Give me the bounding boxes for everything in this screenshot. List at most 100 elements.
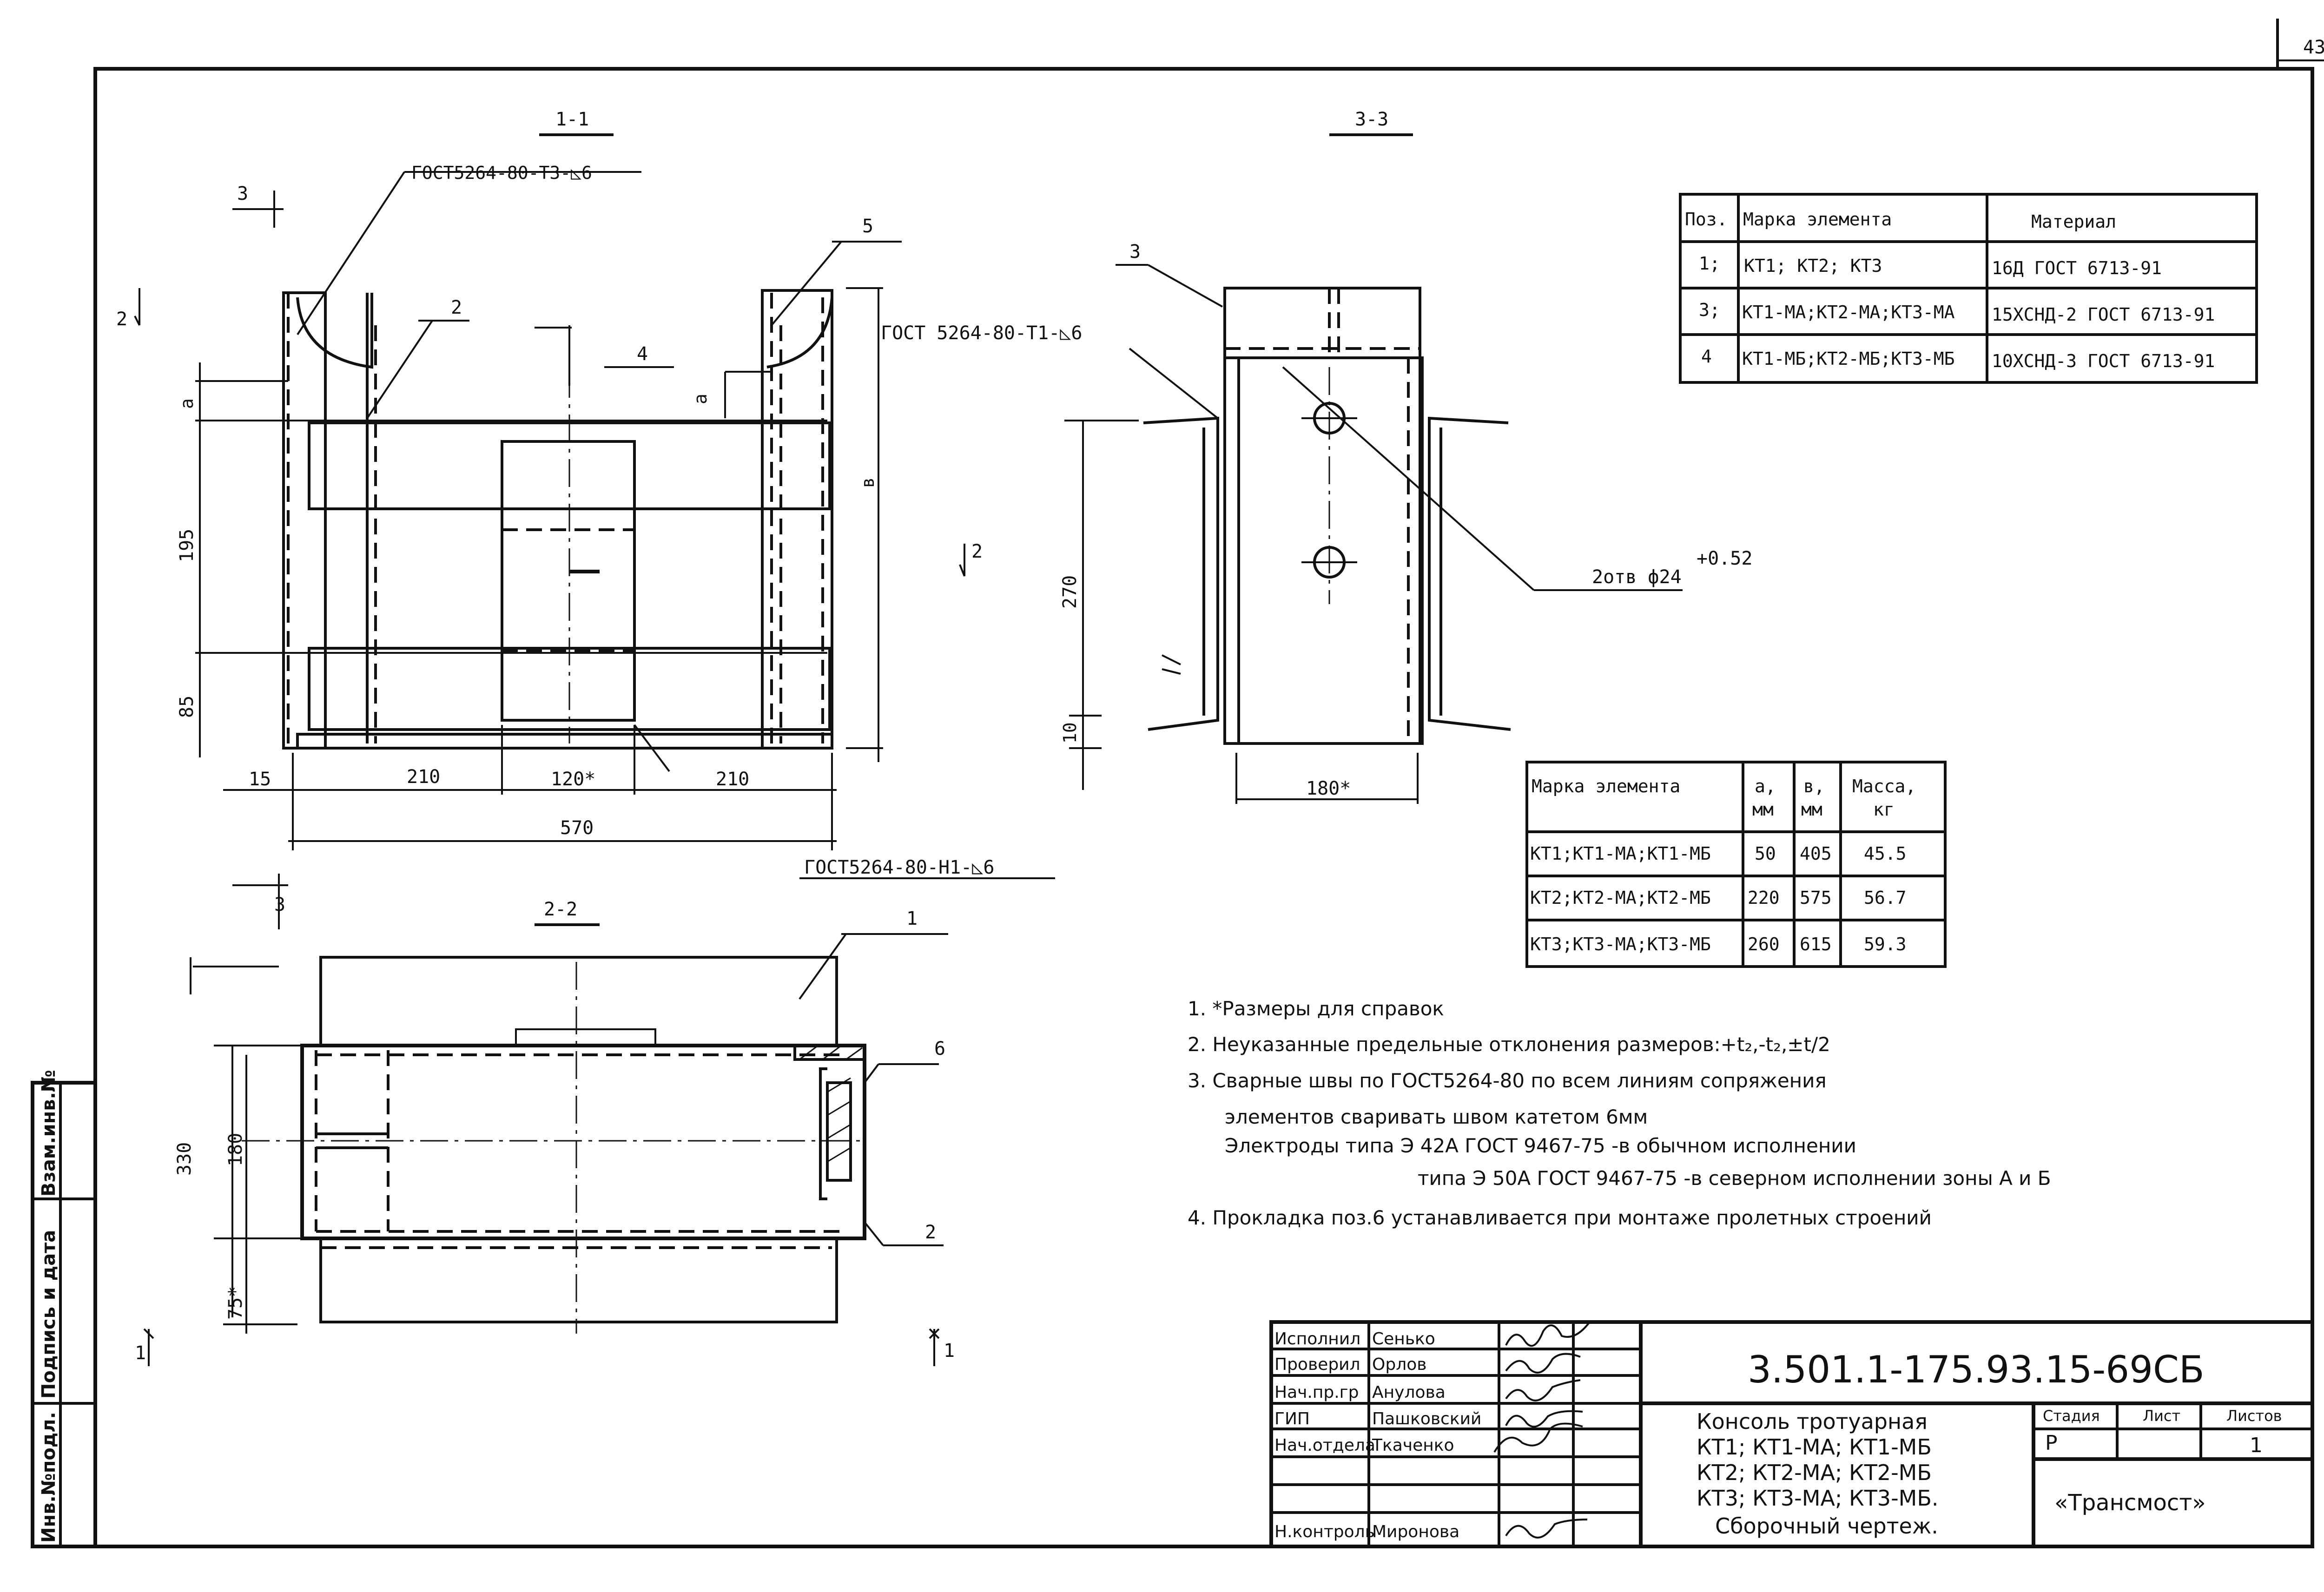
- mass-row-3-mark: КТ3;КТ3-МА;КТ3-МБ: [1530, 934, 1711, 954]
- section-2-2-title: 2-2: [544, 899, 577, 920]
- material-row-1-pos: 1;: [1699, 253, 1720, 274]
- material-row-3-pos: 4: [1701, 346, 1712, 367]
- dim-570: 570: [560, 817, 594, 839]
- weld-label-t3: ГОСТ5264-80-Т3-◺6: [411, 163, 592, 183]
- weld-label-n1: ГОСТ5264-80-Н1-◺6: [804, 857, 994, 878]
- material-row-1-material: 16Д ГОСТ 6713-91: [1992, 258, 2162, 278]
- material-table: [1679, 193, 2258, 384]
- mass-row-1-a: 50: [1755, 843, 1776, 864]
- stamp-inv-podl: Инв.№подл.: [38, 1412, 59, 1543]
- mass-row-2-a: 220: [1748, 888, 1780, 908]
- dim-180-22: 180: [225, 1133, 246, 1166]
- stamp-signature-date: Подпись и дата: [38, 1230, 59, 1399]
- material-table-header-mark: Марка элемента: [1743, 209, 1892, 230]
- section-mark-2-right: 2: [971, 541, 983, 562]
- section-mark-3-top: 3: [237, 183, 248, 204]
- dim-85: 85: [176, 696, 198, 718]
- section-3-3-title: 3-3: [1355, 109, 1388, 130]
- mass-row-2-mark: КТ2;КТ2-МА;КТ2-МБ: [1530, 888, 1711, 908]
- tb-role-2: Проверил: [1274, 1355, 1360, 1374]
- tb-name-2: Орлов: [1372, 1355, 1426, 1374]
- dim-270: 270: [1059, 575, 1081, 609]
- tb-name-4: Пашковский: [1372, 1409, 1481, 1428]
- material-row-2-mark: КТ1-МА;КТ2-МА;КТ3-МА: [1742, 302, 1955, 322]
- tb-name-3: Ануловa: [1372, 1383, 1446, 1402]
- section-mark-3-bottom: 3: [274, 894, 285, 915]
- dim-a-right: а: [690, 394, 711, 404]
- position-3-label: 3: [1129, 241, 1141, 263]
- mass-table: [1525, 761, 1947, 968]
- tb-name-5: Ткаченко: [1372, 1436, 1454, 1455]
- side-stamp: [31, 1081, 97, 1548]
- document-code: 3.501.1-175.93.15-69СБ: [1748, 1348, 2205, 1391]
- dim-75-star: 75*: [225, 1286, 246, 1320]
- mass-row-2-v: 575: [1800, 888, 1832, 908]
- section-mark-1-right: 1: [944, 1340, 955, 1362]
- dim-210-left: 210: [407, 766, 440, 788]
- position-2-label-bottom: 2: [925, 1222, 936, 1243]
- position-2-label-top: 2: [451, 297, 462, 318]
- sheet-number: 43: [2303, 37, 2324, 58]
- title-line-5: Сборочный чертеж.: [1715, 1513, 1938, 1539]
- section-mark-2-left: 2: [116, 309, 127, 330]
- tb-role-4: ГИП: [1274, 1409, 1310, 1428]
- stage-value: Р: [2045, 1431, 2058, 1455]
- section-3-3-drawing: [1064, 133, 1683, 804]
- mass-header-a: а,: [1755, 776, 1776, 796]
- mass-unit-mass: кг: [1873, 799, 1895, 820]
- mass-row-2-mass: 56.7: [1864, 888, 1907, 908]
- tb-role-8: Н.контроль: [1274, 1522, 1375, 1541]
- material-row-3-material: 10ХСНД-3 ГОСТ 6713-91: [1992, 351, 2215, 371]
- section-2-arrow-right: [959, 544, 965, 577]
- dim-15: 15: [249, 769, 271, 790]
- mass-unit-a: мм: [1752, 799, 1774, 820]
- note-4: 4. Прокладка поз.6 устанавливается при м…: [1188, 1206, 1932, 1229]
- note-2: 2. Неуказанные предельные отклонения раз…: [1188, 1033, 1830, 1056]
- note-3-cont-1: элементов сваривать швом катетом 6мм: [1225, 1105, 1648, 1128]
- title-block: [1269, 1320, 2314, 1548]
- section-2-2-drawing: [143, 874, 948, 1366]
- sheets-label: Листов: [2226, 1407, 2282, 1425]
- section-1-1-title: 1-1: [555, 109, 589, 130]
- dim-180-star: 180*: [1306, 778, 1351, 799]
- dim-195: 195: [176, 529, 198, 562]
- mass-header-v: в,: [1803, 776, 1825, 796]
- tb-role-3: Нач.пр.гр: [1274, 1383, 1359, 1402]
- dim-330: 330: [174, 1142, 195, 1176]
- holes-tolerance: +0.52: [1697, 548, 1752, 569]
- tb-role-1: Исполнил: [1274, 1329, 1360, 1349]
- weld-label-t1: ГОСТ 5264-80-Т1-◺6: [881, 322, 1082, 344]
- position-1-label: 1: [906, 908, 918, 929]
- holes-label: 2отв ф24: [1592, 566, 1682, 588]
- section-1-1-drawing: [134, 133, 902, 850]
- organization: «Трансмост»: [2054, 1490, 2206, 1516]
- mass-header-mass: Масса,: [1852, 776, 1916, 796]
- dim-a-left: а: [177, 398, 197, 409]
- dim-10: 10: [1060, 722, 1080, 743]
- material-row-3-mark: КТ1-МБ;КТ2-МБ;КТ3-МБ: [1742, 349, 1955, 369]
- sheet-label: Лист: [2143, 1407, 2180, 1425]
- signature-marks: [1493, 1321, 1591, 1539]
- note-3-cont-2: Электроды типа Э 42А ГОСТ 9467-75 -в обы…: [1225, 1134, 1856, 1157]
- mass-row-1-mass: 45.5: [1864, 843, 1907, 864]
- mass-header-mark: Марка элемента: [1532, 776, 1680, 796]
- position-4-label: 4: [637, 343, 648, 365]
- dim-210-right: 210: [716, 769, 749, 790]
- stamp-vzam-inv: Взам.инв.№: [38, 1070, 59, 1197]
- tb-role-5: Нач.отдела: [1274, 1436, 1375, 1455]
- mass-row-1-mark: КТ1;КТ1-МА;КТ1-МБ: [1530, 843, 1711, 864]
- position-6-label: 6: [934, 1038, 945, 1059]
- dim-120: 120*: [551, 769, 595, 790]
- material-row-2-material: 15ХСНД-2 ГОСТ 6713-91: [1992, 304, 2215, 325]
- tb-name-8: Миронова: [1372, 1522, 1459, 1541]
- mass-row-3-v: 615: [1800, 934, 1832, 954]
- material-row-1-mark: КТ1; КТ2; КТ3: [1744, 256, 1882, 276]
- sheet-frame: [93, 19, 2324, 1548]
- material-table-header-pos: Поз.: [1685, 209, 1728, 230]
- position-5-label: 5: [862, 216, 873, 237]
- stage-label: Стадия: [2043, 1407, 2100, 1425]
- mass-unit-v: мм: [1801, 799, 1822, 820]
- note-3: 3. Сварные швы по ГОСТ5264-80 по всем ли…: [1188, 1069, 1827, 1092]
- dim-v: в: [858, 477, 878, 488]
- title-line-3: КТ2; КТ2-МА; КТ2-МБ: [1697, 1460, 1932, 1485]
